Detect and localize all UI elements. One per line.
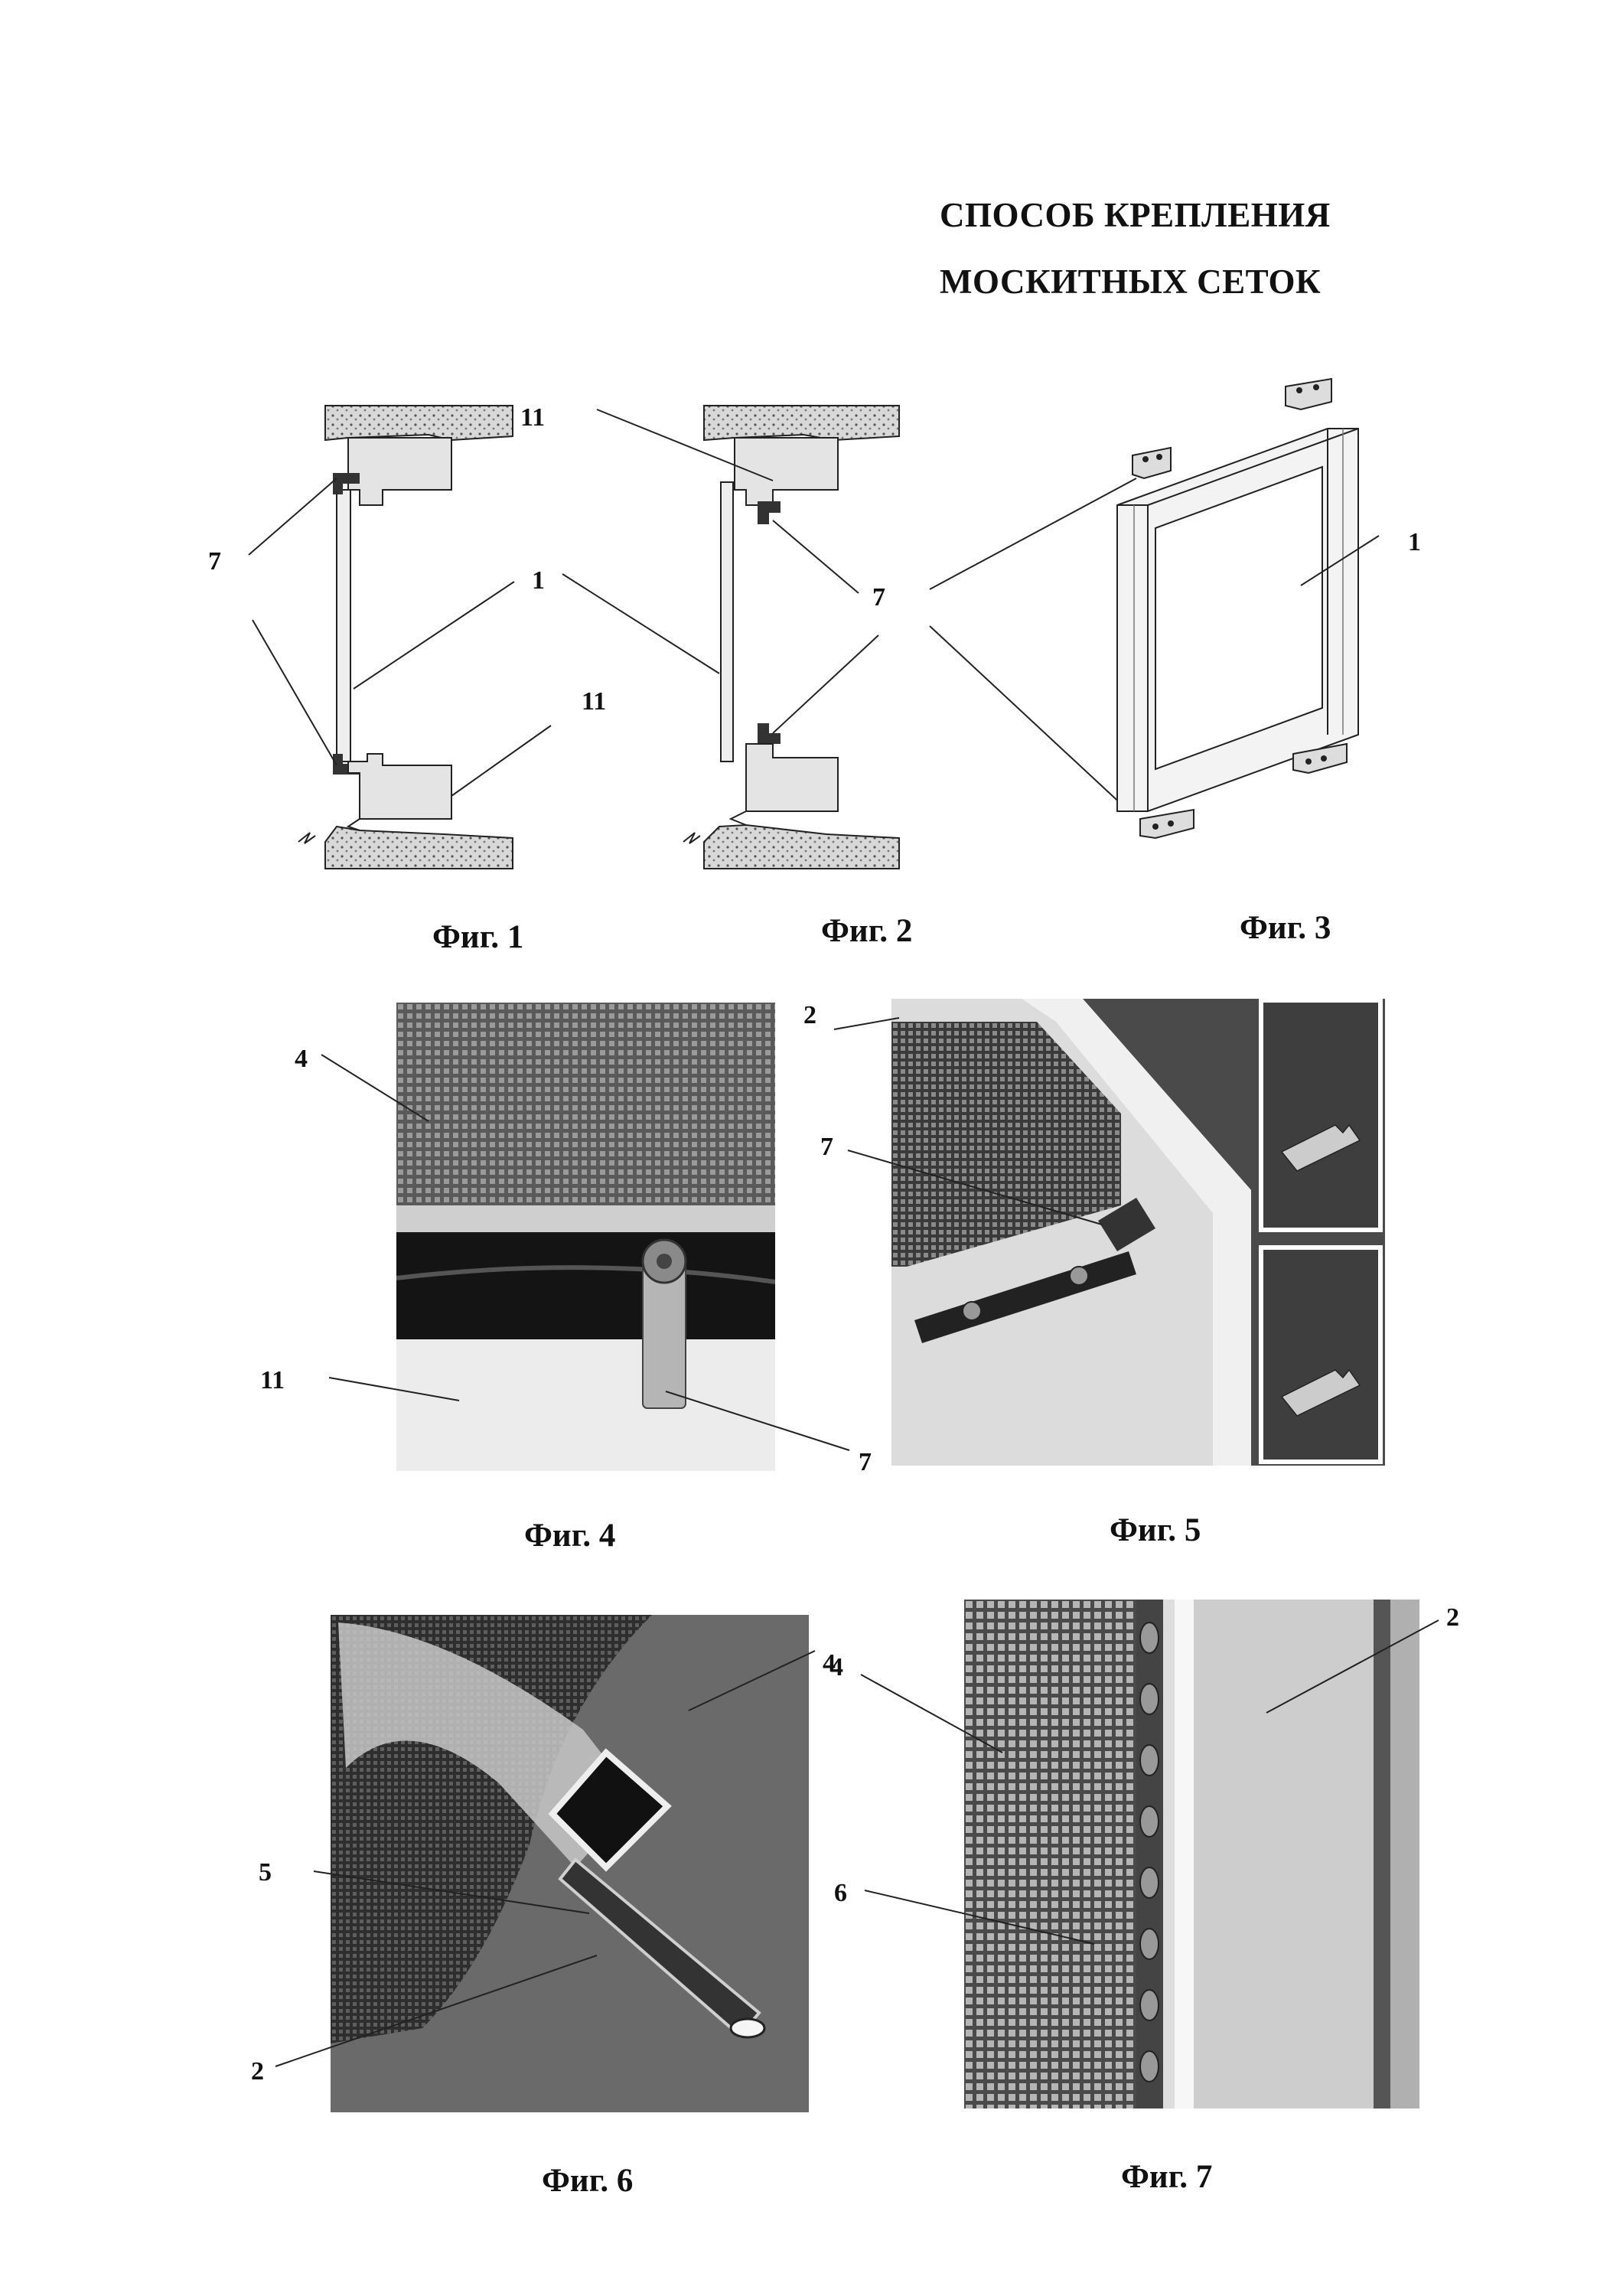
figure-1-caption: Фиг. 1 (432, 919, 524, 955)
numeral-11-fig2-top: 11 (520, 403, 546, 432)
frame-profile-bottom-fig2 (745, 743, 839, 812)
document-title-line2: МОСКИТНЫХ СЕТОК (940, 263, 1322, 301)
frame-3d-opening (1155, 465, 1323, 771)
numeral-1-fig1: 1 (532, 566, 545, 595)
bracket-bottom-left (1139, 808, 1194, 840)
figure-6-photo (331, 1615, 809, 2112)
numeral-7-fig2: 7 (872, 583, 885, 612)
figure-4-caption: Фиг. 4 (524, 1518, 616, 1554)
clip-top (333, 473, 360, 494)
numeral-2-fig7: 2 (1446, 1603, 1459, 1632)
mosquito-net-frame-fig2 (720, 481, 734, 762)
numeral-11-fig1-bottom: 11 (582, 687, 607, 716)
numeral-7-fig4: 7 (859, 1448, 872, 1476)
clip-bottom (333, 754, 360, 775)
figure-4-photo (396, 1003, 775, 1471)
frame-profile-bottom (347, 753, 452, 820)
wall-top (324, 405, 513, 442)
clip-top-fig2 (758, 501, 781, 524)
frame-3d-outer (1116, 428, 1359, 812)
figure-2-caption: Фиг. 2 (821, 913, 913, 949)
numeral-7-fig5: 7 (820, 1133, 833, 1161)
numeral-1-fig3: 1 (1408, 528, 1421, 556)
frame-profile-top (347, 437, 452, 506)
numeral-5-fig6: 5 (259, 1858, 272, 1887)
numeral-11-fig4: 11 (260, 1366, 285, 1394)
bracket-top-right (1285, 377, 1332, 411)
clip-bottom-fig2 (758, 723, 781, 744)
figure-3-caption: Фиг. 3 (1240, 910, 1331, 946)
numeral-7-fig1: 7 (208, 547, 221, 576)
numeral-4-fig4: 4 (295, 1045, 308, 1073)
numeral-2-fig5: 2 (803, 1001, 816, 1029)
figure-5-photo (891, 999, 1385, 1466)
mosquito-net-frame (336, 489, 351, 762)
numeral-4-fig6: 4 (823, 1649, 836, 1678)
figure-7-caption: Фиг. 7 (1121, 2159, 1213, 2195)
wall-top-fig2 (703, 405, 900, 442)
numeral-4-fig7: 4 (830, 1653, 843, 1681)
bracket-bottom-right (1292, 742, 1348, 775)
numeral-2-fig6: 2 (251, 2057, 264, 2086)
figure-6-caption: Фиг. 6 (542, 2163, 634, 2199)
figure-7-photo (964, 1600, 1419, 2108)
document-title-line1: СПОСОБ КРЕПЛЕНИЯ (940, 196, 1331, 234)
numeral-6-fig7: 6 (834, 1879, 847, 1907)
bracket-top-left (1132, 446, 1172, 480)
frame-profile-top-fig2 (734, 437, 839, 506)
wall-bottom (324, 825, 513, 869)
figure-5-caption: Фиг. 5 (1110, 1512, 1201, 1548)
wall-bottom-fig2 (703, 823, 900, 869)
